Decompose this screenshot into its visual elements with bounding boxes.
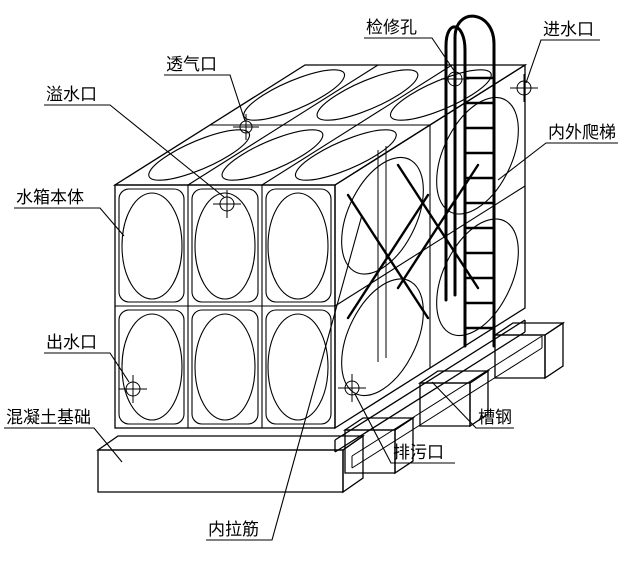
- leader-inlet: [525, 39, 600, 84]
- label-overflow-text: 溢水口: [46, 85, 97, 104]
- label-manhole-text: 检修孔: [366, 18, 417, 37]
- ladder: [444, 14, 496, 348]
- annotations: 检修孔 进水口 透气口 溢水口 内外爬梯 水箱本体 出水口 混凝: [4, 18, 618, 541]
- label-tie-rod: 内拉筋: [206, 214, 363, 541]
- leader-foundation: [4, 427, 123, 463]
- leader-drain: [354, 393, 455, 464]
- outlet-symbol: [119, 375, 147, 403]
- label-ladder-text: 内外爬梯: [548, 123, 616, 142]
- internal-tie-rods: [346, 146, 480, 362]
- leader-channel-steel: [431, 381, 514, 429]
- leader-outlet: [44, 352, 130, 383]
- leader-overflow: [44, 104, 225, 198]
- leader-tie-rod: [206, 214, 363, 541]
- label-channel-steel-text: 槽钢: [478, 408, 512, 427]
- label-drain-text: 排污口: [393, 443, 444, 462]
- tank-front-face: [114, 184, 336, 429]
- label-tie-rod-text: 内拉筋: [208, 520, 259, 539]
- label-foundation: 混凝土基础: [4, 408, 123, 463]
- tank-top-face: [115, 65, 525, 185]
- label-vent-text: 透气口: [166, 55, 217, 74]
- label-outlet: 出水口: [44, 333, 130, 383]
- leader-tank-body: [14, 207, 125, 237]
- label-overflow: 溢水口: [44, 85, 225, 198]
- label-foundation-text: 混凝土基础: [6, 408, 91, 427]
- leader-ladder: [497, 142, 618, 181]
- label-tank-body: 水箱本体: [14, 188, 125, 237]
- label-ladder: 内外爬梯: [497, 123, 618, 181]
- label-outlet-text: 出水口: [46, 333, 97, 352]
- leader-vent: [164, 74, 246, 122]
- tank-side-face: [335, 65, 525, 428]
- label-manhole: 检修孔: [364, 18, 456, 73]
- drain-symbol: [338, 374, 366, 402]
- vent-symbol: [233, 114, 259, 140]
- inlet-symbol: [510, 74, 538, 102]
- label-tank-body-text: 水箱本体: [16, 188, 84, 207]
- label-inlet-text: 进水口: [543, 20, 594, 39]
- label-channel-steel: 槽钢: [431, 381, 514, 429]
- label-drain: 排污口: [354, 393, 455, 464]
- label-inlet: 进水口: [525, 20, 600, 84]
- label-vent: 透气口: [164, 55, 246, 122]
- overflow-symbol: [213, 190, 241, 218]
- leader-manhole: [364, 37, 456, 73]
